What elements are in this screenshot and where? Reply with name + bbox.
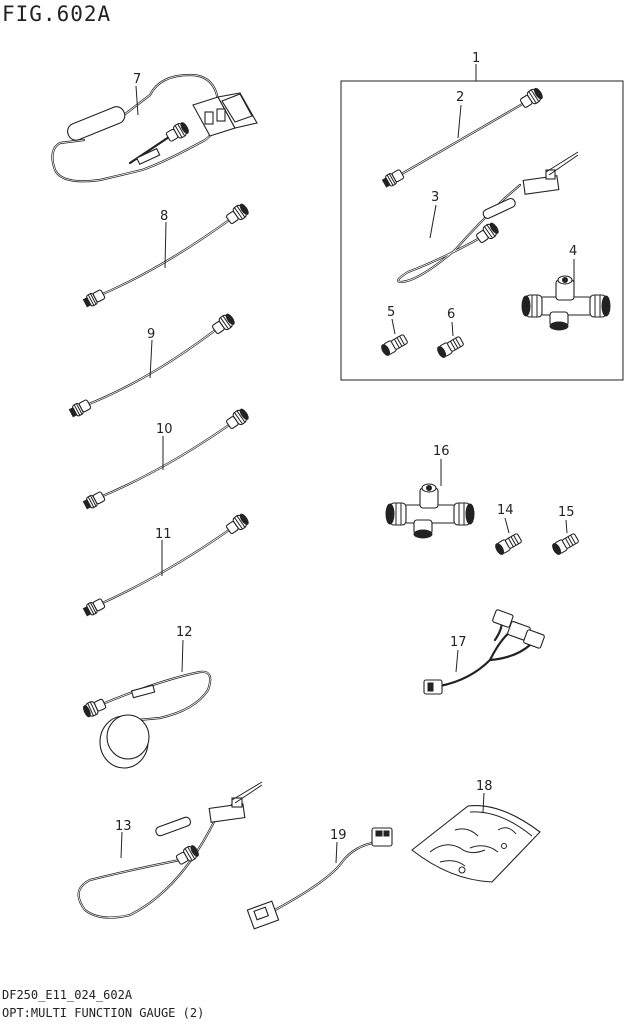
figure-description: OPT:MULTI FUNCTION GAUGE (2): [2, 1006, 205, 1020]
item-5-terminator: 5: [379, 305, 410, 358]
callout-17: 17: [450, 635, 467, 650]
figure-title: FIG.602A: [2, 2, 112, 26]
item-9-backbone-cable: 9: [67, 311, 237, 420]
callout-14: 14: [497, 503, 514, 518]
callout-6: 6: [447, 307, 455, 322]
item-17-y-harness: 17: [423, 609, 545, 695]
callout-16: 16: [433, 444, 450, 459]
callout-1: 1: [472, 51, 480, 66]
kit-boundary-box: [340, 80, 624, 381]
item-12-sensor-cable: 12: [81, 625, 212, 769]
callout-10: 10: [156, 422, 173, 437]
figure-code: DF250_E11_024_602A: [2, 988, 133, 1002]
item-18-parts-bag: 18: [411, 779, 541, 883]
item-11-backbone-cable: 11: [81, 511, 251, 619]
item-8-backbone-cable: 8: [81, 201, 251, 310]
callout-13: 13: [115, 819, 132, 834]
callout-15: 15: [558, 505, 575, 520]
item-16-tee-connector: 16: [385, 444, 475, 539]
item-15-terminator: 15: [550, 505, 581, 557]
callout-9: 9: [147, 327, 155, 342]
callout-5: 5: [387, 305, 395, 320]
callout-3: 3: [431, 190, 439, 205]
callout-7: 7: [133, 72, 141, 87]
item-14-terminator: 14: [493, 503, 524, 557]
item-3-power-cable: 3: [397, 151, 579, 284]
callout-4: 4: [569, 244, 577, 259]
callout-8: 8: [160, 209, 168, 224]
item-4-tee-connector: 4: [521, 244, 611, 331]
callout-19: 19: [330, 828, 347, 843]
item-6-terminator: 6: [435, 307, 466, 360]
item-7-cable-with-bracket: 7: [51, 72, 258, 183]
callout-12: 12: [176, 625, 193, 640]
callout-11: 11: [155, 527, 172, 542]
item-13-power-cable: 13: [77, 781, 263, 919]
item-2-drop-cable: 2: [380, 85, 545, 190]
callout-18: 18: [476, 779, 493, 794]
callout-2: 2: [456, 90, 464, 105]
item-10-backbone-cable: 10: [81, 406, 251, 512]
item-19-harness: 19: [246, 827, 393, 930]
